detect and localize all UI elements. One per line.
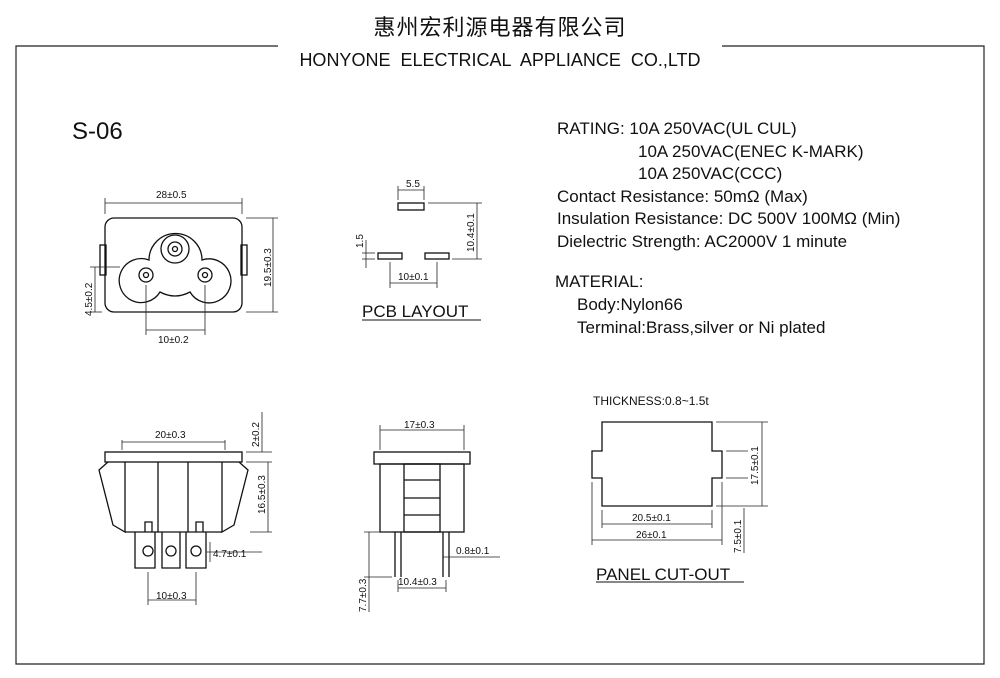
drawing-frame (15, 45, 985, 665)
material-title: MATERIAL: (555, 272, 644, 291)
side-width-label: 20±0.3 (155, 430, 186, 441)
panel-notch-label: 7.5±0.1 (733, 519, 744, 553)
front-height-label: 19.5±0.3 (263, 248, 274, 287)
front-width-label: 28±0.5 (156, 190, 187, 201)
end-pin-thickness-label: 0.8±0.1 (456, 546, 490, 557)
pcb-dimensions (362, 186, 482, 288)
front-pin-offset-label: 4.5±0.2 (84, 282, 95, 316)
side-flange-label: 2±0.2 (251, 422, 262, 447)
material-block: MATERIAL: Body:Nylon66 Terminal:Brass,si… (555, 270, 825, 339)
front-view (99, 217, 248, 313)
rating-label: RATING: (557, 119, 625, 138)
side-height-label: 16.5±0.3 (257, 475, 268, 514)
pcb-pad-height-label: 1.5 (355, 234, 366, 248)
side-tab-label: 4.7±0.1 (213, 549, 247, 560)
side-pitch-label: 10±0.3 (156, 591, 187, 602)
dimension-labels: 28±0.5 19.5±0.3 4.5±0.2 10±0.2 5.5 10.4±… (84, 179, 761, 612)
pcb-pad-width-label: 5.5 (406, 179, 420, 190)
material-body: Body:Nylon66 (577, 295, 683, 314)
rating-line-3: 10A 250VAC(CCC) (638, 164, 783, 183)
company-name-english: HONYONE ELECTRICAL APPLIANCE CO.,LTD (299, 50, 701, 70)
front-view-dimensions (90, 198, 278, 335)
rating-row: RATING: 10A 250VAC(UL CUL) (557, 118, 900, 141)
end-view-dimensions (364, 425, 500, 612)
side-view (98, 451, 249, 569)
panel-cutout-title: PANEL CUT-OUT (596, 565, 731, 584)
dielectric-strength: Dielectric Strength: AC2000V 1 minute (557, 231, 848, 251)
pcb-span-label: 10.4±0.1 (466, 213, 477, 252)
panel-dimensions (591, 421, 768, 553)
pcb-pitch-label: 10±0.1 (398, 272, 429, 283)
company-name-chinese: 惠州宏利源电器有限公司 (373, 16, 627, 41)
panel-height-label: 17.5±0.1 (750, 446, 761, 485)
specs-block: RATING: 10A 250VAC(UL CUL) 10A 250VAC(EN… (557, 118, 900, 253)
end-view (373, 451, 471, 577)
panel-outer-width-label: 26±0.1 (636, 530, 667, 541)
panel-cutout (591, 421, 723, 507)
model-number: S-06 (72, 118, 123, 145)
side-view-dimensions (121, 412, 272, 605)
rating-line-1: 10A 250VAC(UL CUL) (629, 119, 797, 138)
pcb-layout (377, 202, 450, 260)
contact-resistance: Contact Resistance: 50mΩ (Max) (557, 186, 808, 206)
end-pin-span-label: 10.4±0.3 (398, 577, 437, 588)
panel-inner-width-label: 20.5±0.1 (632, 513, 671, 524)
pcb-layout-title: PCB LAYOUT (362, 302, 469, 321)
insulation-resistance: Insulation Resistance: DC 500V 100MΩ (Mi… (557, 209, 901, 228)
front-pin-pitch-label: 10±0.2 (158, 335, 189, 346)
panel-thickness-note: THICKNESS:0.8~1.5t (593, 394, 709, 408)
end-width-label: 17±0.3 (404, 420, 435, 431)
end-pin-length-label: 7.7±0.3 (358, 578, 369, 612)
material-terminal: Terminal:Brass,silver or Ni plated (577, 318, 826, 337)
rating-line-2: 10A 250VAC(ENEC K-MARK) (638, 141, 864, 161)
title-underlines (362, 319, 744, 583)
